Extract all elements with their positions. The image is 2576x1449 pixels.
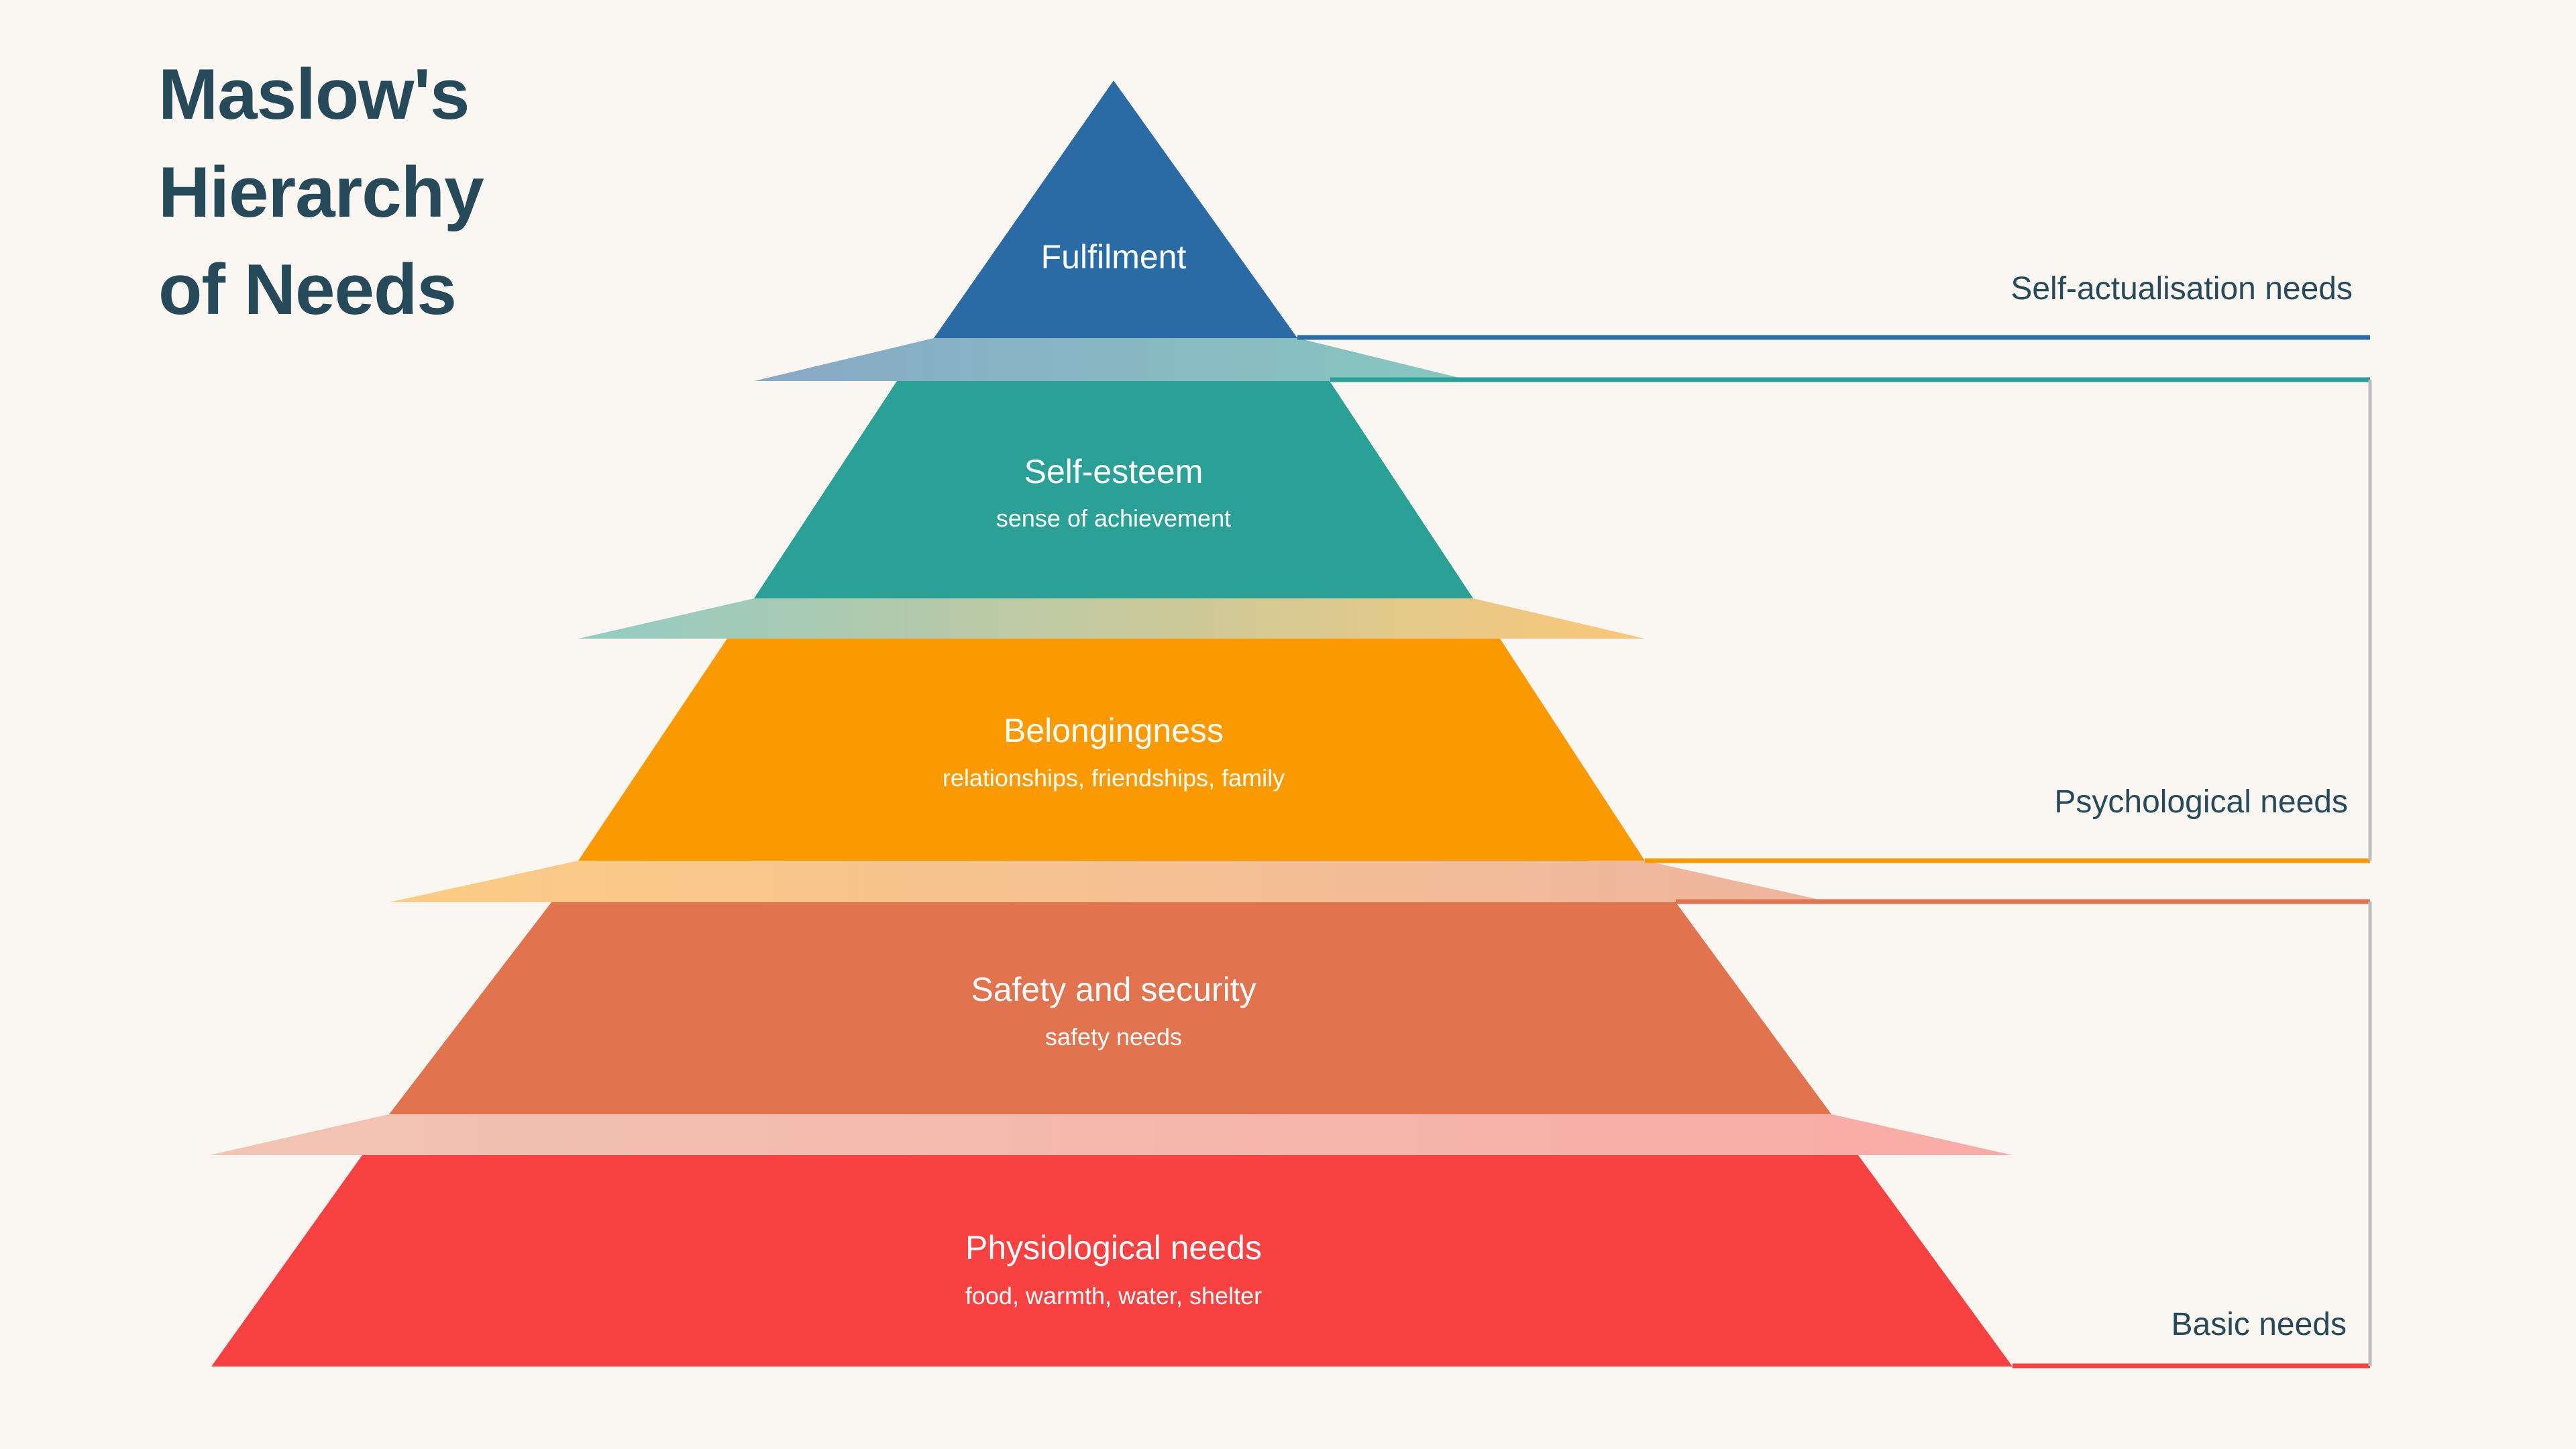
tier-body-safety — [389, 902, 1831, 1114]
tier-face-safety — [209, 1114, 2012, 1155]
tier-face-belongingness — [389, 861, 1831, 902]
tier-body-fulfilment — [934, 80, 1297, 338]
tier-sublabel-belongingness: relationships, friendships, family — [943, 764, 1285, 792]
tier-label-belongingness: Belongingness — [1004, 712, 1224, 749]
tier-sublabel-self-esteem: sense of achievement — [996, 504, 1231, 532]
tier-face-fulfilment — [754, 338, 1472, 381]
tier-label-fulfilment: Fulfilment — [1041, 238, 1187, 276]
tier-body-self-esteem — [754, 381, 1473, 598]
group-label-basic: Basic needs — [2171, 1307, 2347, 1342]
tier-label-safety: Safety and security — [971, 971, 1256, 1008]
tier-face-self-esteem — [578, 598, 1645, 639]
tier-sublabel-safety: safety needs — [1045, 1023, 1182, 1051]
tier-label-physiological: Physiological needs — [965, 1229, 1262, 1267]
group-label-psychological: Psychological needs — [2054, 784, 2348, 820]
tier-sublabel-physiological: food, warmth, water, shelter — [965, 1282, 1262, 1309]
tier-label-self-esteem: Self-esteem — [1024, 453, 1203, 490]
group-label-self-actualisation: Self-actualisation needs — [2010, 271, 2353, 307]
page-title: Maslow's Hierarchy of Needs — [158, 54, 484, 330]
tier-body-physiological — [211, 1155, 2012, 1366]
tier-body-belongingness — [578, 639, 1645, 861]
